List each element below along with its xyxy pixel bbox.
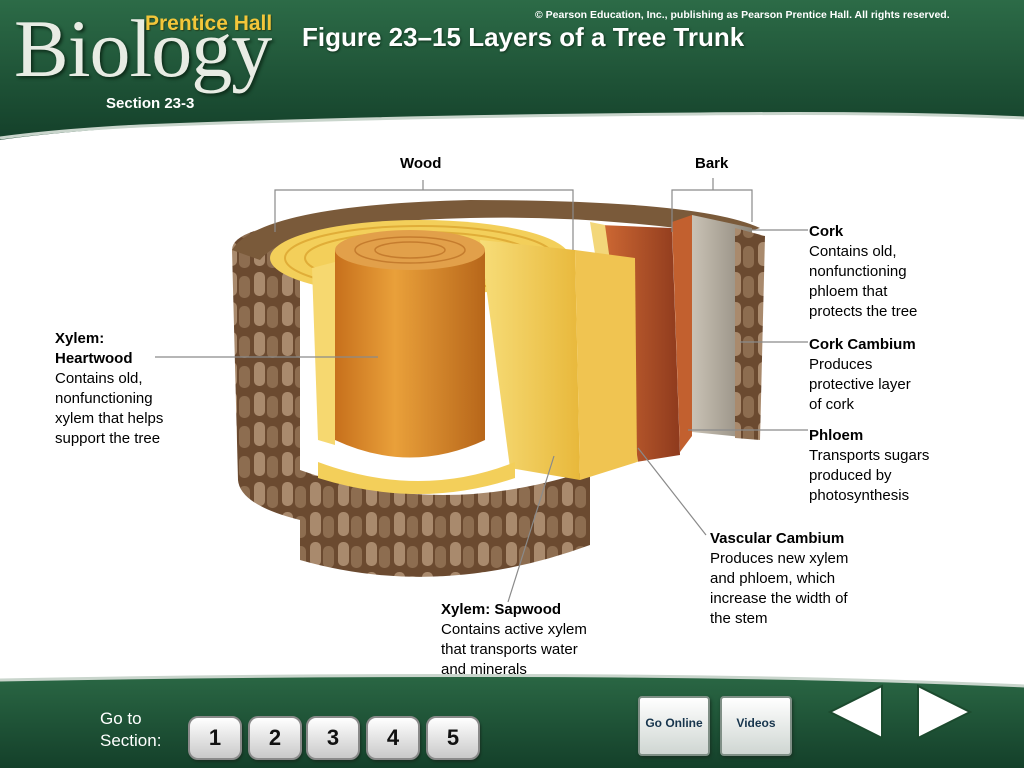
section-4-button[interactable]: 4 xyxy=(366,716,420,760)
heartwood-label: Xylem: Heartwood Contains old, nonfuncti… xyxy=(55,329,163,449)
cork-cambium-label: Cork Cambium Produces protective layer o… xyxy=(809,335,916,415)
right-arrow-icon[interactable] xyxy=(914,682,974,742)
cork-cambium-layer xyxy=(672,215,692,452)
bark-group-label: Bark xyxy=(695,155,729,172)
vascular-cambium-desc-3: increase the width of xyxy=(710,590,848,607)
vascular-cambium-desc-1: Produces new xylem xyxy=(710,550,849,567)
page-title: Figure 23–15 Layers of a Tree Trunk xyxy=(302,22,745,52)
cork-cambium-desc-3: of cork xyxy=(809,396,855,413)
vascular-cambium-desc-4: the stem xyxy=(710,610,768,627)
sapwood-desc-1: Contains active xylem xyxy=(441,621,587,638)
cork-desc-1: Contains old, xyxy=(809,243,897,260)
phloem-desc-3: photosynthesis xyxy=(809,487,910,504)
biology-logo: Biology xyxy=(14,3,272,94)
prentice-hall-logo: Prentice Hall xyxy=(145,12,273,35)
phloem-title: Phloem xyxy=(809,427,864,444)
phloem-desc-2: produced by xyxy=(809,467,892,484)
section-1-button[interactable]: 1 xyxy=(188,716,242,760)
header-banner: Biology Prentice Hall © Pearson Educatio… xyxy=(0,0,1024,140)
heartwood-desc-2: nonfunctioning xyxy=(55,390,153,407)
cork-desc-2: nonfunctioning xyxy=(809,263,907,280)
go-online-button[interactable]: Go Online xyxy=(638,696,710,756)
sapwood-slab xyxy=(480,240,580,480)
sapwood-desc-2: that transports water xyxy=(441,641,578,658)
phloem-label: Phloem Transports sugars produced by pho… xyxy=(809,426,929,506)
videos-button[interactable]: Videos xyxy=(720,696,792,756)
left-arrow-icon[interactable] xyxy=(826,682,886,742)
cork-title: Cork xyxy=(809,223,844,240)
tree-trunk-illustration xyxy=(155,178,808,603)
leader-lines xyxy=(155,178,808,603)
wood-group-label: Wood xyxy=(400,155,442,172)
sapwood-desc-3: and minerals xyxy=(441,661,527,678)
sapwood-title: Xylem: Sapwood xyxy=(441,601,562,618)
heartwood-desc-4: support the tree xyxy=(55,430,161,447)
heartwood-title-2: Heartwood xyxy=(55,350,133,367)
vascular-cambium-desc-2: and phloem, which xyxy=(710,570,836,587)
cork-label: Cork Contains old, nonfunctioning phloem… xyxy=(809,222,917,322)
go-online-label: Go Online xyxy=(645,716,703,730)
go-to-section-label: Go to Section: xyxy=(100,708,161,752)
cork-desc-4: protects the tree xyxy=(809,303,918,320)
heartwood-cylinder xyxy=(335,250,485,458)
vascular-cambium-label: Vascular Cambium Produces new xylem and … xyxy=(710,529,848,629)
phloem-desc-1: Transports sugars xyxy=(809,447,930,464)
bark-front-side xyxy=(300,470,590,577)
section-3-button[interactable]: 3 xyxy=(306,716,360,760)
bark-left-side xyxy=(232,222,300,520)
cork-desc-3: phloem that xyxy=(809,283,888,300)
cork-cambium-title: Cork Cambium xyxy=(809,336,916,353)
header-background xyxy=(0,0,1024,140)
section-2-button[interactable]: 2 xyxy=(248,716,302,760)
go-to-text: Go to xyxy=(100,709,142,728)
copyright-notice: © Pearson Education, Inc., publishing as… xyxy=(535,9,950,21)
heartwood-desc-1: Contains old, xyxy=(55,370,143,387)
section-text: Section: xyxy=(100,731,162,750)
heartwood-top xyxy=(335,230,485,270)
vascular-cambium-title: Vascular Cambium xyxy=(710,530,845,547)
videos-label: Videos xyxy=(736,716,776,730)
heartwood-desc-3: xylem that helps xyxy=(55,410,164,427)
cork-cambium-desc-2: protective layer xyxy=(809,376,911,393)
heartwood-title-1: Xylem: xyxy=(55,330,105,347)
cork-cambium-desc-1: Produces xyxy=(809,356,873,373)
section-5-button[interactable]: 5 xyxy=(426,716,480,760)
section-label: Section 23-3 xyxy=(106,95,195,112)
sapwood-label: Xylem: Sapwood Contains active xylem tha… xyxy=(441,600,587,680)
